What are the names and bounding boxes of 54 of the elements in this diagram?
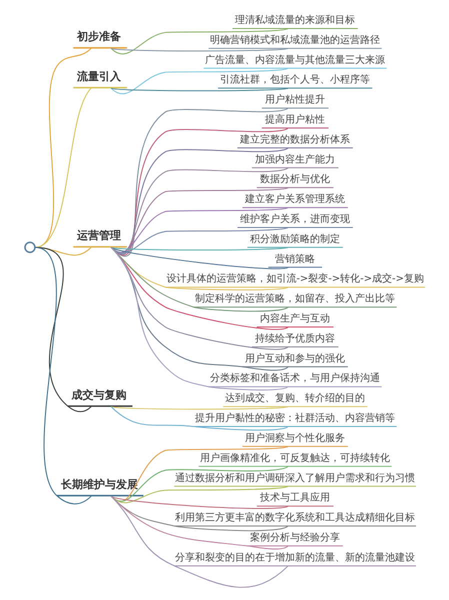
node-text: 用户画像精准化，可反复触达，可持续转化 (200, 452, 390, 464)
node-text: 持续给予优质内容 (254, 333, 335, 344)
connector (110, 88, 288, 92)
node-text: 分享和裂变的目的在于增加新的流量、新的流量池建设 (174, 552, 415, 564)
node-text: 达到成交、复购、转介绍的目的 (224, 393, 365, 404)
node-text: 初步准备 (76, 30, 121, 44)
connector (110, 246, 288, 312)
connector (110, 246, 288, 330)
node-text: 理清私域流量的来源和目标 (234, 14, 355, 26)
node-text: 成交与复购 (71, 388, 126, 402)
node-text: 维护客户关系，进而变现 (240, 214, 350, 226)
node-text: 营销策略 (274, 254, 315, 265)
node-text: 通过数据分析和用户调研深入了解用户需求和行为习惯 (174, 472, 415, 484)
connector (110, 147, 288, 255)
connector (110, 48, 288, 52)
node-text: 加强内容生产能力 (254, 154, 335, 166)
node-text: 利用第三方更丰富的数字化系统和工具达成精细化目标 (174, 512, 415, 524)
node-text: 明确营销模式和私域流量池的运营路径 (210, 34, 380, 46)
connector (110, 207, 288, 253)
node-text: 分类标签和准备话术，与用户保持沟通 (210, 373, 380, 384)
connector (110, 496, 288, 550)
node-circle (24, 242, 36, 254)
node-text: 提升用户黏性的秘密：社群活动、内容营销等 (194, 413, 395, 424)
connector (110, 246, 288, 270)
node-text: 广告流量、内容流量与其他流量三大来源 (204, 54, 385, 66)
node-text: 提高用户粘性 (264, 114, 325, 126)
node-text: 设计具体的运营策略，如引流->裂变->转化->成交->复购 (166, 274, 424, 285)
connector (110, 496, 288, 509)
connector (110, 496, 288, 532)
node-text: 建立完整的数据分析体系 (240, 134, 350, 146)
connector (110, 226, 288, 254)
connector (110, 187, 288, 254)
connector (110, 68, 288, 94)
connector (110, 406, 288, 431)
node-text: 案例分析与经验分享 (250, 532, 340, 544)
node-text: 制定科学的运营策略，如留存、投入产出比等 (194, 294, 395, 305)
node-text: 内容生产与互动 (260, 314, 330, 325)
node-text: 引流社群，包括个人号、小程序等 (220, 74, 370, 86)
connector (110, 246, 288, 250)
node-text: 用户粘性提升 (264, 94, 325, 106)
node-text: 积分激励策略的制定 (250, 234, 340, 245)
node-text: 用户互动和参与的强化 (244, 353, 345, 364)
connector (34, 88, 92, 248)
connector (34, 48, 92, 248)
node-text: 流量引入 (76, 70, 121, 84)
connector (110, 167, 288, 254)
node-text: 建立客户关系管理系统 (244, 194, 345, 206)
connector (110, 496, 288, 588)
connector (110, 28, 288, 54)
node-text: 用户洞察与个性化服务 (244, 432, 345, 444)
node-text: 技术与工具应用 (260, 492, 330, 504)
connector (110, 406, 288, 410)
node-text: 运营管理 (76, 229, 121, 242)
node-text: 数据分析与优化 (260, 174, 330, 186)
